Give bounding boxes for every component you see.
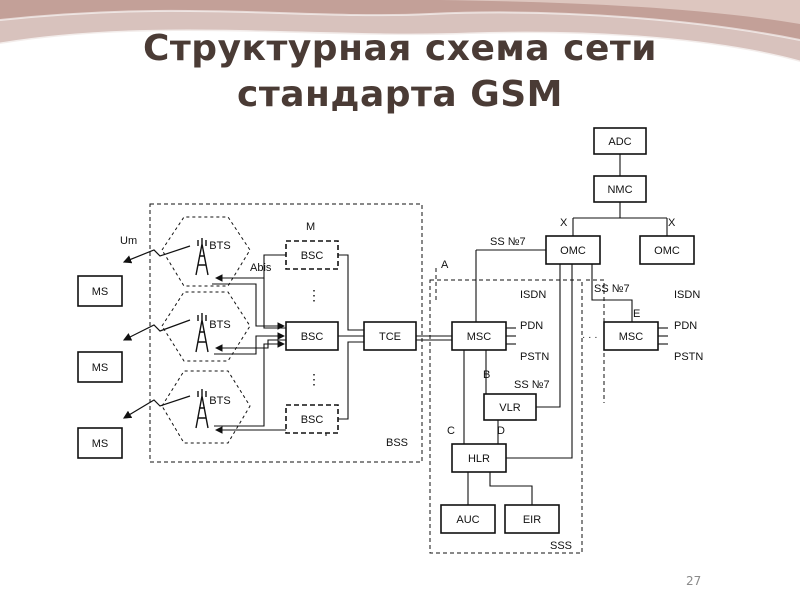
cell-hexagon-3 [161,370,251,444]
omc-main-label: OMC [560,245,586,257]
omc-main-box [545,235,601,265]
link-bsc-bottom-tce [338,341,364,420]
radio-link-1 [122,245,191,264]
m-label: M [306,221,315,233]
bsc-top-label: BSC [301,250,324,262]
c-label: C [447,425,455,437]
bsc-bottom-ellipsis: ⋮ [307,371,321,387]
adc-label: ADC [608,136,631,148]
radio-link-3 [122,395,191,419]
x-right-label: X [668,217,676,229]
ms-label-1: MS [92,286,109,298]
page-number: 27 [686,574,702,588]
b-label: B [483,369,490,381]
um-label: Um [120,235,137,247]
gsm-network-diagram: ADC NMC OMC OMC MS MS MS BTS BTS BTS BSC… [60,122,736,568]
pdn-right-label: PDN [674,320,697,332]
msc-right-label: MSC [619,331,644,343]
bts-label-3: BTS [209,395,230,407]
ss7-vlr-label: SS №7 [514,379,550,391]
sss-label: SSS [550,540,572,552]
pstn-main-label: PSTN [520,351,549,363]
link-hlr-eir [489,472,533,505]
ms-label-3: MS [92,438,109,450]
ms-box-3 [77,427,123,459]
bss-label: BSS [386,437,408,449]
radio-link-2 [122,319,191,341]
link-omc-hlr [506,264,573,459]
vlr-label: VLR [499,402,520,414]
ss7-left-label: SS №7 [490,236,526,248]
bsc-bottom-label: BSC [301,414,324,426]
d-label: D [497,425,505,437]
slide-title-line1: Структурная схема сети [143,28,657,69]
nmc-label: NMC [607,184,632,196]
bsc-mid-label: BSC [301,331,324,343]
adc-box [593,127,647,155]
x-left-label: X [560,217,568,229]
sss-region [429,279,583,554]
region-right-boundary [586,279,605,403]
hlr-box [451,443,507,473]
link-bts2-bsc [214,332,286,355]
bts-tower-icon-3 [195,389,209,429]
isdn-right-label: ISDN [674,289,700,301]
msc-main-label: MSC [467,331,492,343]
msc-ellipsis: · · · [582,332,598,343]
pdn-main-label: PDN [520,320,543,332]
bss-region [149,203,423,463]
ss7-right-label: SS №7 [594,283,630,295]
link-bsc-top-bts1 [214,254,286,282]
link-bts3-bsc [214,340,286,427]
link-omc-msc-right [591,264,633,322]
bts-tower-icon-1 [195,238,209,276]
msc-right-box [603,321,659,351]
auc-box [440,504,496,534]
nmc-box [593,175,647,203]
link-bts1-bsc [212,283,286,330]
link-omc-vlr [536,264,561,408]
omc-right-label: OMC [654,245,680,257]
bsc-bottom-box [285,404,339,434]
e-label: E [633,308,640,320]
abis-label: Abis [250,262,272,274]
cell-hexagon-2 [161,291,251,362]
slide-title-line2: стандарта GSM [237,74,563,115]
slide-title: Структурная схема сети стандарта GSM [0,26,800,118]
hlr-label: HLR [468,453,490,465]
ms-box-1 [77,275,123,307]
link-bsc-top-tce [338,254,364,331]
isdn-main-label: ISDN [520,289,546,301]
bts-label-2: BTS [209,319,230,331]
pstn-right-label: PSTN [674,351,703,363]
auc-label: AUC [456,514,479,526]
eir-label: EIR [523,514,541,526]
bsc-top-ellipsis: ⋮ [307,287,321,303]
vlr-box [483,393,537,421]
a-label: A [441,259,449,271]
bts-label-1: BTS [209,240,230,252]
ms-box-2 [77,351,123,383]
tce-label: TCE [379,331,401,343]
ms-label-2: MS [92,362,109,374]
title-banner [0,0,800,64]
bts-tower-icon-2 [195,313,209,353]
